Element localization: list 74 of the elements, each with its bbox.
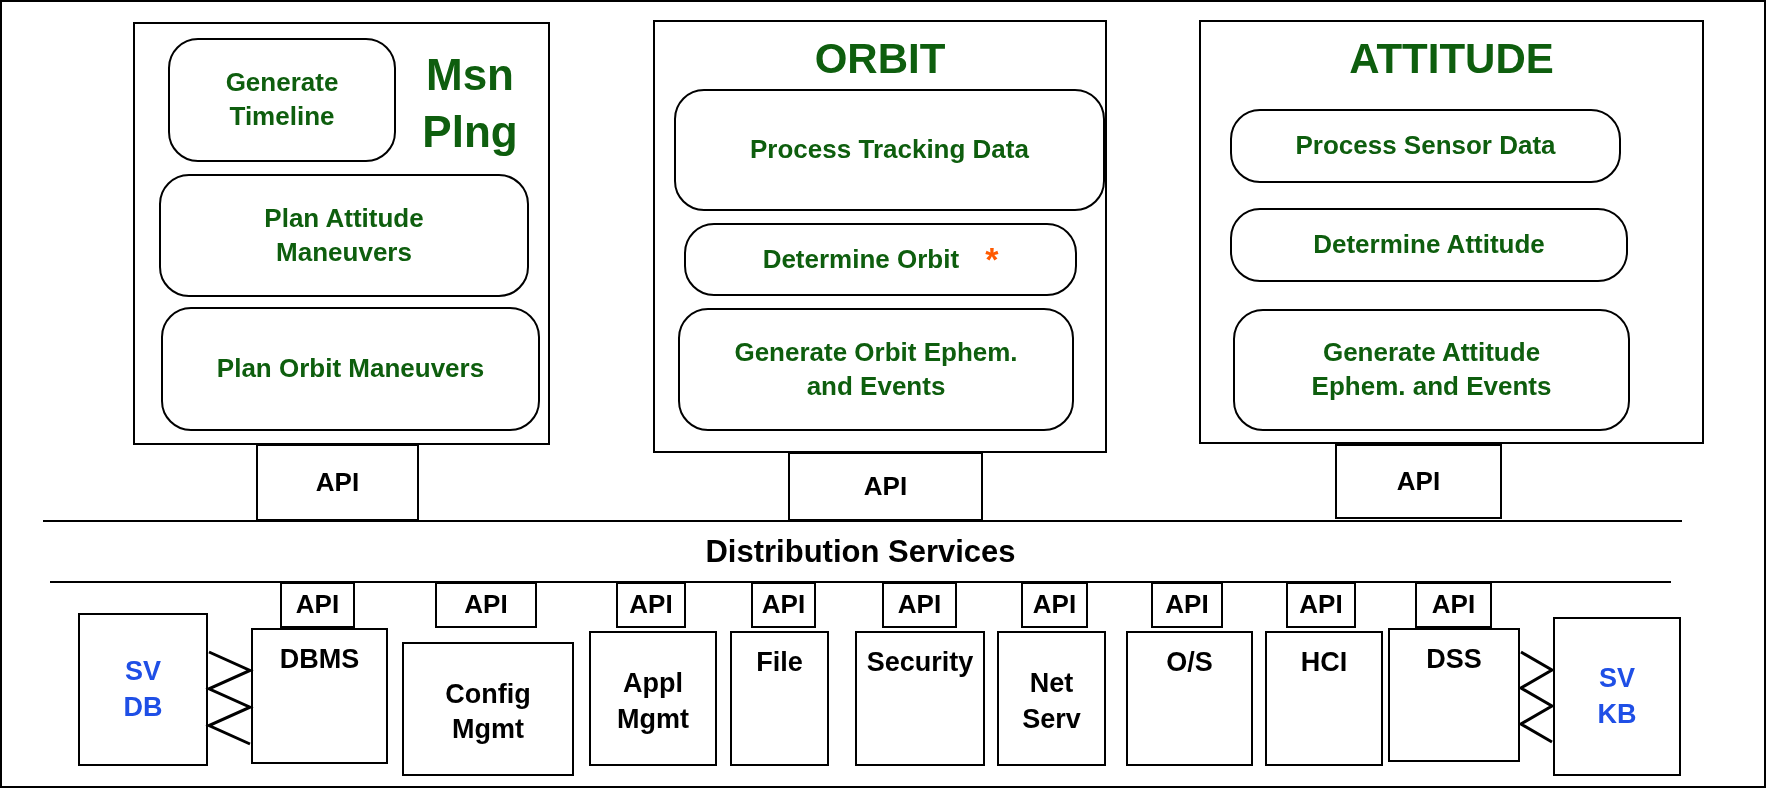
function-box <box>159 174 529 297</box>
api-box <box>1021 582 1088 628</box>
service-module-box <box>1388 628 1520 762</box>
module-label: HCI <box>1300 646 1348 679</box>
panel-title: ORBIT <box>814 34 946 84</box>
function-box <box>168 38 396 162</box>
function-box <box>161 307 540 431</box>
api-box <box>1415 582 1492 628</box>
function-label: Determine Orbit <box>762 242 960 276</box>
function-label: Process Tracking Data <box>750 133 1029 167</box>
api-label: API <box>1299 588 1343 622</box>
function-box <box>674 89 1105 211</box>
service-module-box <box>855 631 985 766</box>
api-label: API <box>897 588 942 622</box>
function-box <box>684 223 1077 296</box>
api-box <box>256 444 419 521</box>
service-module-box <box>251 628 388 764</box>
module-label: Net Serv <box>1021 667 1082 736</box>
module-label: DSS <box>1426 643 1482 676</box>
subsystem-panel <box>1199 20 1704 444</box>
api-box <box>1286 582 1356 628</box>
function-label: Generate Attitude Ephem. and Events <box>1310 336 1553 403</box>
service-module-box <box>402 642 574 776</box>
api-box <box>1151 582 1223 628</box>
function-label: Plan Orbit Maneuvers <box>216 352 485 386</box>
api-box <box>788 452 983 521</box>
function-label: Generate Orbit Ephem. and Events <box>733 335 1019 403</box>
function-label: Generate Timeline <box>224 66 340 133</box>
module-label: File <box>756 646 803 679</box>
function-box <box>1233 309 1630 431</box>
module-label: DBMS <box>279 643 360 676</box>
api-label: API <box>863 469 908 503</box>
subsystem-panel <box>653 20 1107 453</box>
api-label: API <box>761 588 806 622</box>
api-label: API <box>1396 464 1441 498</box>
api-label: API <box>1165 588 1209 622</box>
api-box <box>280 582 355 628</box>
api-box <box>751 582 816 628</box>
service-module-box <box>730 631 829 766</box>
function-label: Plan Attitude Maneuvers <box>263 201 425 269</box>
band-label: Distribution Services <box>705 532 1016 571</box>
data-store-box <box>1553 617 1681 776</box>
zigzag-connector <box>1518 650 1555 744</box>
api-box <box>435 582 537 628</box>
zigzag-connector <box>205 650 254 746</box>
api-label: API <box>1431 588 1476 622</box>
data-store-box <box>78 613 208 766</box>
panel-title: Msn Plng <box>421 49 519 159</box>
store-label: SV KB <box>1596 662 1638 731</box>
function-box <box>1230 208 1628 282</box>
function-label: Determine Attitude <box>1313 228 1545 262</box>
module-label: O/S <box>1166 646 1213 679</box>
mission-planning-panel <box>133 22 550 445</box>
module-label: Security <box>866 646 974 679</box>
module-label: Config Mgmt <box>444 677 532 746</box>
service-module-box <box>1126 631 1253 766</box>
api-label: API <box>295 588 340 622</box>
api-box <box>1335 444 1502 519</box>
asterisk-mark: * <box>985 239 999 281</box>
api-box <box>616 582 686 628</box>
api-label: API <box>629 588 673 622</box>
store-label: SV DB <box>122 655 164 724</box>
function-box <box>1230 109 1621 183</box>
api-label: API <box>1032 588 1077 622</box>
panel-title: ATTITUDE <box>1349 34 1554 84</box>
function-label: Process Sensor Data <box>1295 129 1556 163</box>
module-label: Appl Mgmt <box>616 667 690 736</box>
service-module-box <box>589 631 717 766</box>
api-label: API <box>464 588 508 622</box>
service-module-box <box>997 631 1106 766</box>
function-box <box>678 308 1074 431</box>
service-module-box <box>1265 631 1383 766</box>
api-box <box>882 582 957 628</box>
api-label: API <box>315 465 360 499</box>
